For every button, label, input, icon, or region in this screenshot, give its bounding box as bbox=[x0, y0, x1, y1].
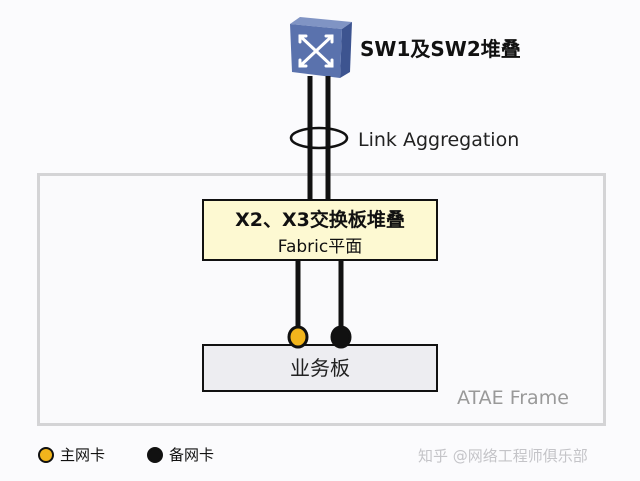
backup-nic-dot bbox=[330, 325, 352, 349]
legend-primary-label: 主网卡 bbox=[60, 446, 106, 464]
legend-primary: 主网卡 bbox=[38, 444, 105, 465]
link-aggregation-ellipse bbox=[289, 126, 349, 150]
frame-label: ATAE Frame bbox=[457, 387, 569, 409]
primary-nic-legend-dot bbox=[38, 446, 54, 463]
switch-stack-label: SW1及SW2堆叠 bbox=[360, 37, 521, 61]
primary-nic-dot bbox=[287, 325, 309, 349]
service-board: 业务板 bbox=[202, 344, 438, 392]
legend-backup-label: 备网卡 bbox=[169, 446, 215, 464]
legend-backup: 备网卡 bbox=[147, 444, 214, 465]
watermark: 知乎 @网络工程师俱乐部 bbox=[418, 447, 588, 465]
fabric-box: X2、X3交换板堆叠 Fabric平面 bbox=[202, 199, 438, 261]
link-aggregation-label: Link Aggregation bbox=[358, 129, 520, 151]
fabric-title: X2、X3交换板堆叠 bbox=[235, 209, 405, 231]
fabric-subtitle: Fabric平面 bbox=[277, 237, 363, 257]
switch-icon bbox=[290, 17, 352, 78]
backup-nic-legend-dot bbox=[147, 446, 163, 463]
